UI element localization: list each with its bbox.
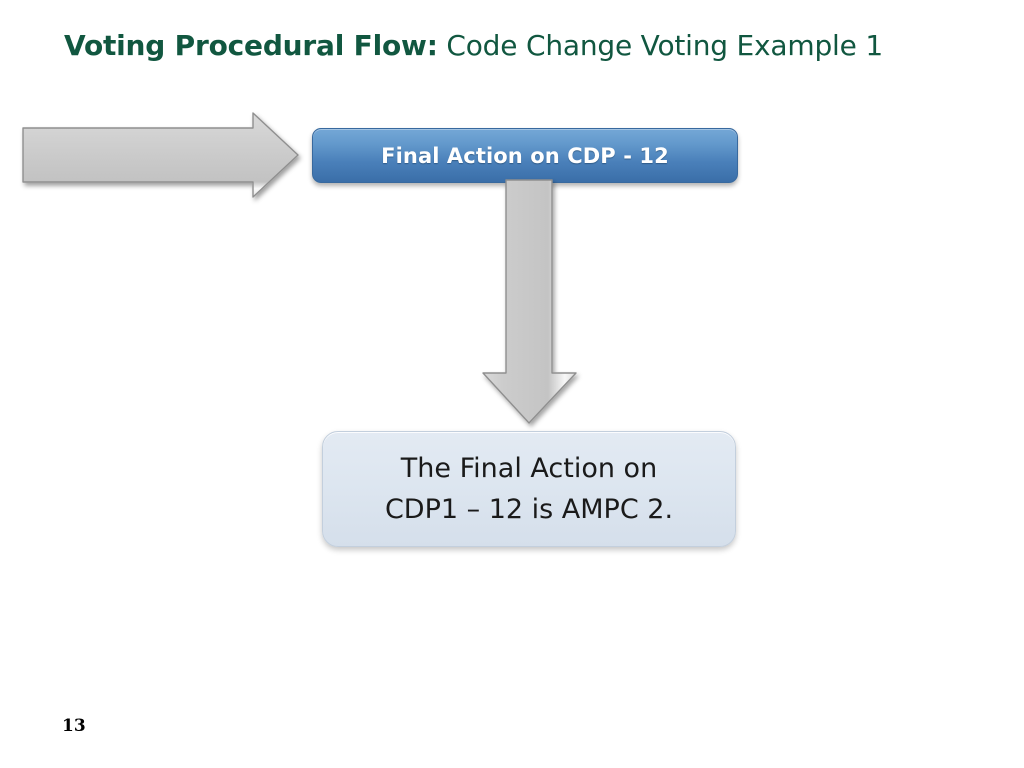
arrow-right-icon <box>20 111 300 199</box>
page-number: 13 <box>62 716 86 736</box>
final-action-box-label: Final Action on CDP - 12 <box>381 143 669 168</box>
page-title-regular: Code Change Voting Example 1 <box>437 29 883 62</box>
result-box[interactable]: The Final Action on CDP1 – 12 is AMPC 2. <box>322 431 736 547</box>
result-box-line-2: CDP1 – 12 is AMPC 2. <box>384 494 674 525</box>
result-box-line-1: The Final Action on <box>400 453 658 484</box>
arrow-down-icon <box>481 179 579 426</box>
page-title: Voting Procedural Flow: Code Change Voti… <box>64 26 984 66</box>
page-title-bold: Voting Procedural Flow: <box>64 29 438 62</box>
final-action-box[interactable]: Final Action on CDP - 12 <box>312 128 738 183</box>
